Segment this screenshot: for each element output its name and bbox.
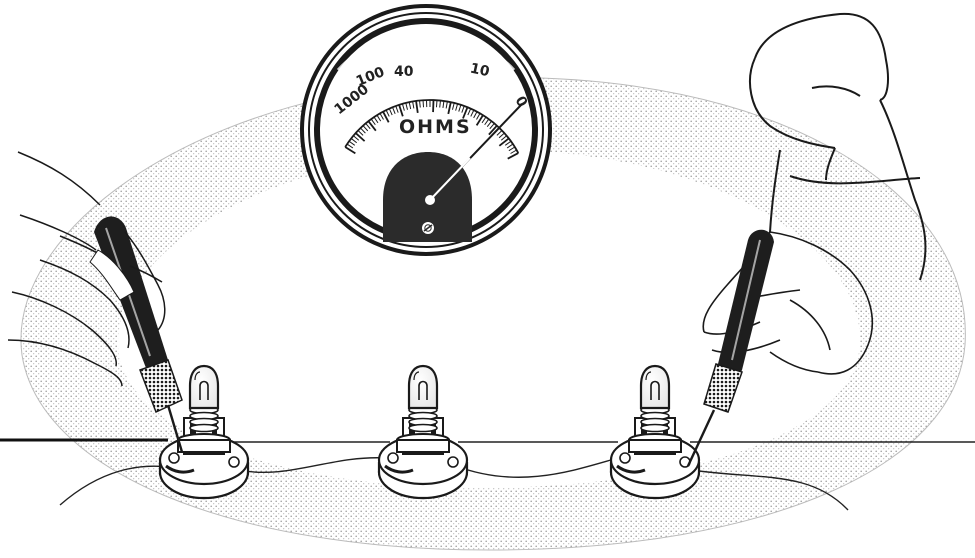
needle-pivot — [425, 195, 435, 205]
lamp-middle — [379, 366, 467, 498]
scale-label-40: 40 — [394, 64, 414, 80]
meter-unit-label: OHMS — [399, 116, 472, 138]
lamp-right — [611, 366, 699, 498]
ohmmeter: 1000 100 40 10 0 OHMS — [302, 6, 550, 254]
